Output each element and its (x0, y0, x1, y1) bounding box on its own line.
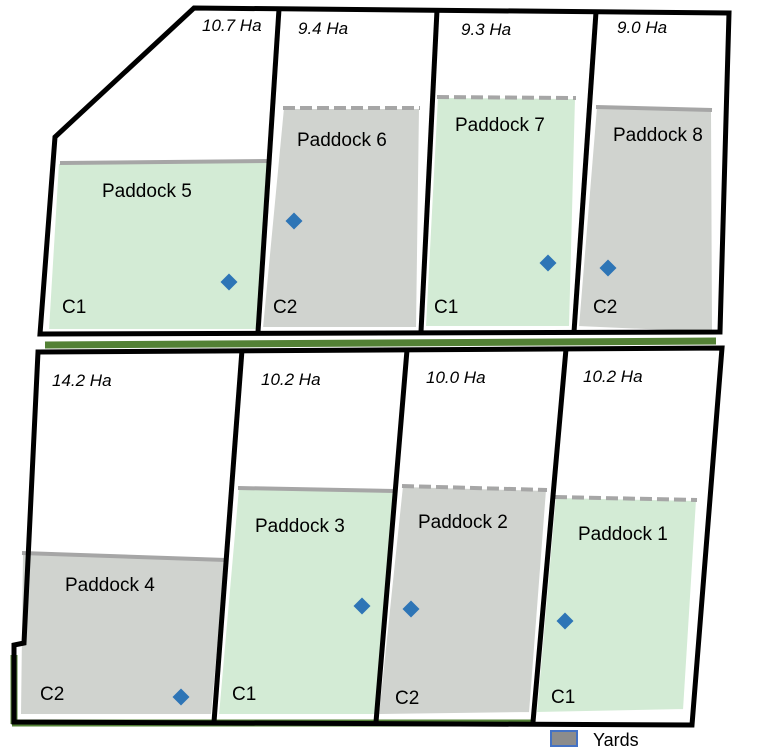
divider-3-2 (373, 349, 410, 723)
class-label-paddock-1: C1 (551, 687, 575, 708)
name-label-paddock-6: Paddock 6 (297, 130, 387, 151)
name-label-paddock-2: Paddock 2 (418, 512, 508, 533)
divider-5-6 (255, 8, 282, 333)
yard-swatch-icon (550, 730, 578, 747)
boundaries (11, 5, 732, 728)
fence-paddock-1 (554, 495, 698, 502)
divider-4-3 (211, 349, 245, 723)
area-labels: 10.7 Ha 9.4 Ha 9.3 Ha 9.0 Ha 14.2 Ha 10.… (52, 16, 667, 390)
paddock-names: Paddock 5 Paddock 6 Paddock 7 Paddock 8 … (65, 115, 703, 596)
top-block-outline (37, 5, 732, 337)
hedge-middle (44, 337, 717, 349)
yard-marker-paddock-3[interactable] (353, 597, 371, 615)
class-label-paddock-4: C2 (40, 684, 64, 705)
divider-6-7 (418, 9, 440, 333)
area-label-paddock-5: 10.7 Ha (202, 16, 262, 35)
fence-paddock-3 (237, 486, 396, 493)
legend-label-yards: Yards (593, 730, 639, 750)
name-label-paddock-4: Paddock 4 (65, 575, 155, 596)
area-label-paddock-2: 10.0 Ha (426, 368, 486, 387)
area-label-paddock-1: 10.2 Ha (583, 367, 643, 386)
yard-marker-paddock-4[interactable] (172, 688, 190, 706)
fences (21, 95, 713, 562)
yard-marker-paddock-2[interactable] (402, 600, 420, 618)
divider-7-8 (571, 11, 599, 333)
name-label-paddock-3: Paddock 3 (255, 516, 345, 537)
name-label-paddock-8: Paddock 8 (613, 125, 703, 146)
area-label-paddock-8: 9.0 Ha (617, 18, 667, 37)
bottom-block-outline (11, 345, 725, 728)
name-label-paddock-1: Paddock 1 (578, 524, 668, 545)
class-label-paddock-3: C1 (232, 684, 256, 705)
fence-paddock-5 (59, 159, 269, 165)
name-label-paddock-5: Paddock 5 (102, 181, 192, 202)
yard-marker-paddock-7[interactable] (539, 254, 557, 272)
class-label-paddock-7: C1 (434, 297, 458, 318)
class-label-paddock-5: C1 (62, 297, 86, 318)
area-label-paddock-4: 14.2 Ha (52, 371, 112, 390)
class-codes: C1 C2 C1 C2 C2 C1 C2 C1 (40, 297, 617, 709)
fence-paddock-8 (595, 105, 713, 112)
yard-marker-paddock-1[interactable] (556, 612, 574, 630)
area-label-paddock-7: 9.3 Ha (461, 20, 511, 39)
class-label-paddock-8: C2 (593, 297, 617, 318)
divider-2-1 (530, 348, 569, 723)
class-label-paddock-6: C2 (273, 297, 297, 318)
area-label-paddock-3: 10.2 Ha (261, 370, 321, 389)
fence-paddock-7 (436, 95, 577, 100)
yard-marker-paddock-8[interactable] (599, 259, 617, 277)
area-label-paddock-6: 9.4 Ha (298, 19, 348, 38)
class-label-paddock-2: C2 (395, 688, 419, 709)
fence-paddock-4 (21, 551, 227, 562)
name-label-paddock-7: Paddock 7 (455, 115, 545, 136)
legend: Yards (550, 730, 639, 750)
fence-paddock-2 (401, 484, 548, 492)
